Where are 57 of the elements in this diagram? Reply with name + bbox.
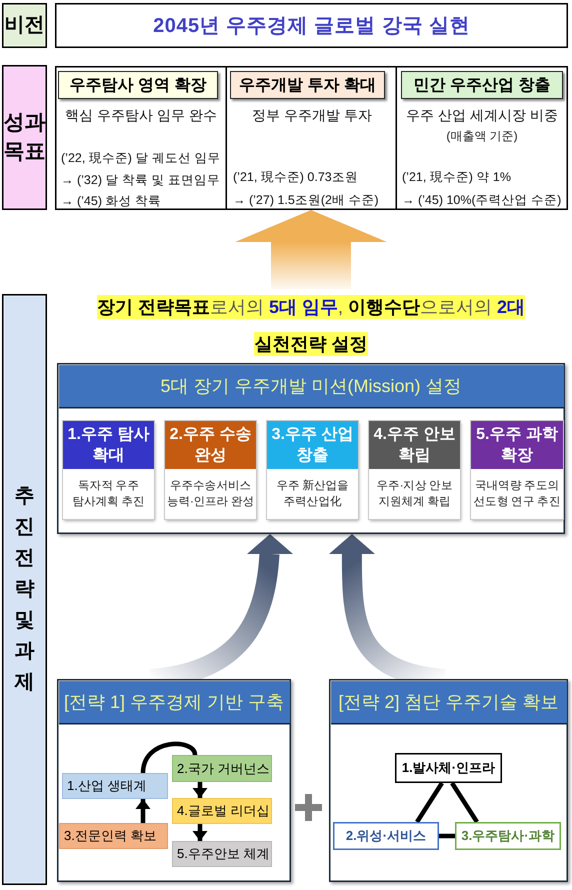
connector-line (439, 834, 455, 838)
panel-box (57, 363, 565, 534)
mission-card (63, 421, 154, 519)
goals-table (55, 66, 568, 210)
mission-description: 우주·지상 안보 지원체계 확립 (376, 479, 454, 510)
goal-column (227, 66, 397, 210)
section-label: 성과 목표 (2, 65, 47, 210)
strategy-box: 3.전문인력 확보 (59, 823, 168, 849)
goal-description: 핵심 우주탐사 임무 완수 (65, 106, 217, 125)
goal-milestone: → (’27) 1.5조원(2배 수준) (233, 192, 379, 209)
panel-header: [전략 2] 첨단 우주기술 확보 (330, 680, 566, 722)
mission-card (267, 421, 358, 519)
goal-milestone: (’21, 現수준) 약 1% (402, 169, 511, 186)
panel-header: 5대 장기 우주개발 미션(Mission) 설정 (58, 364, 564, 406)
goal-heading: 민간 우주산업 창출 (401, 71, 563, 99)
goal-heading: 우주개발 투자 확대 (230, 71, 385, 99)
mission-description: 독자적 우주 탐사계획 추진 (71, 479, 146, 510)
arrow (192, 824, 208, 841)
panel-box (57, 679, 291, 882)
goal-milestone: → (’45) 10%(주력산업 수준) (402, 192, 562, 209)
mission-card (471, 421, 563, 519)
mission-title: 3.우주 산업 창출 (267, 421, 358, 469)
goal-milestone: → (’32) 달 착륙 및 표면임무 (61, 172, 220, 189)
goal-description: 정부 우주개발 투자 (252, 106, 372, 125)
goal-milestone: (’21, 現수준) 0.73조원 (233, 169, 358, 186)
goal-milestone: → (’45) 화성 착륙 (61, 193, 161, 210)
technology-box: 2.위성·서비스 (333, 822, 439, 850)
arrow (136, 799, 150, 823)
technology-box: 3.우주탐사·과학 (455, 822, 561, 850)
goal-heading: 우주탐사 영역 확장 (58, 71, 218, 99)
connector-line (415, 782, 444, 824)
mission-description: 우주 新산업을 주력산업化 (275, 478, 350, 510)
section-label: 비전 (2, 3, 47, 48)
goal-note: (매출액 기준) (446, 128, 518, 145)
mission-description: 국내역량 주도의 선도형 연구 추진 (472, 479, 562, 510)
strategy-box: 5.우주안보 체계 (172, 841, 272, 867)
mission-card (369, 421, 460, 519)
mission-title: 2.우주 수송 완성 (165, 421, 256, 469)
goal-column (55, 66, 227, 210)
strategy-box: 2.국가 거버넌스 (172, 755, 272, 782)
arrow (235, 210, 387, 289)
panel-header: [전략 1] 우주경제 기반 구축 (58, 680, 290, 722)
technology-box: 1.발사체·인프라 (395, 753, 502, 783)
strategy-box: 1.산업 생태계 (62, 773, 168, 799)
section-label: 추진전략 및 과제 (2, 294, 47, 885)
strategy-box: 4.글로벌 리더십 (172, 798, 272, 824)
arrow (192, 782, 208, 798)
goal-milestone: (’22, 現수준) 달 궤도선 임무 (61, 150, 220, 167)
mission-title: 1.우주 탐사 확대 (63, 421, 154, 469)
mission-title: 4.우주 안보 확립 (369, 421, 460, 469)
connector-line (450, 782, 479, 824)
mission-description: 우주수송서비스 능력·인프라 완성 (166, 479, 256, 510)
mission-card (165, 421, 256, 519)
goal-description: 우주 산업 세계시장 비중 (406, 106, 558, 125)
panel-box (329, 679, 568, 882)
mission-title: 5.우주 과학 확장 (471, 421, 563, 469)
vision-banner: 2045년 우주경제 글로벌 강국 실현 (55, 3, 568, 48)
